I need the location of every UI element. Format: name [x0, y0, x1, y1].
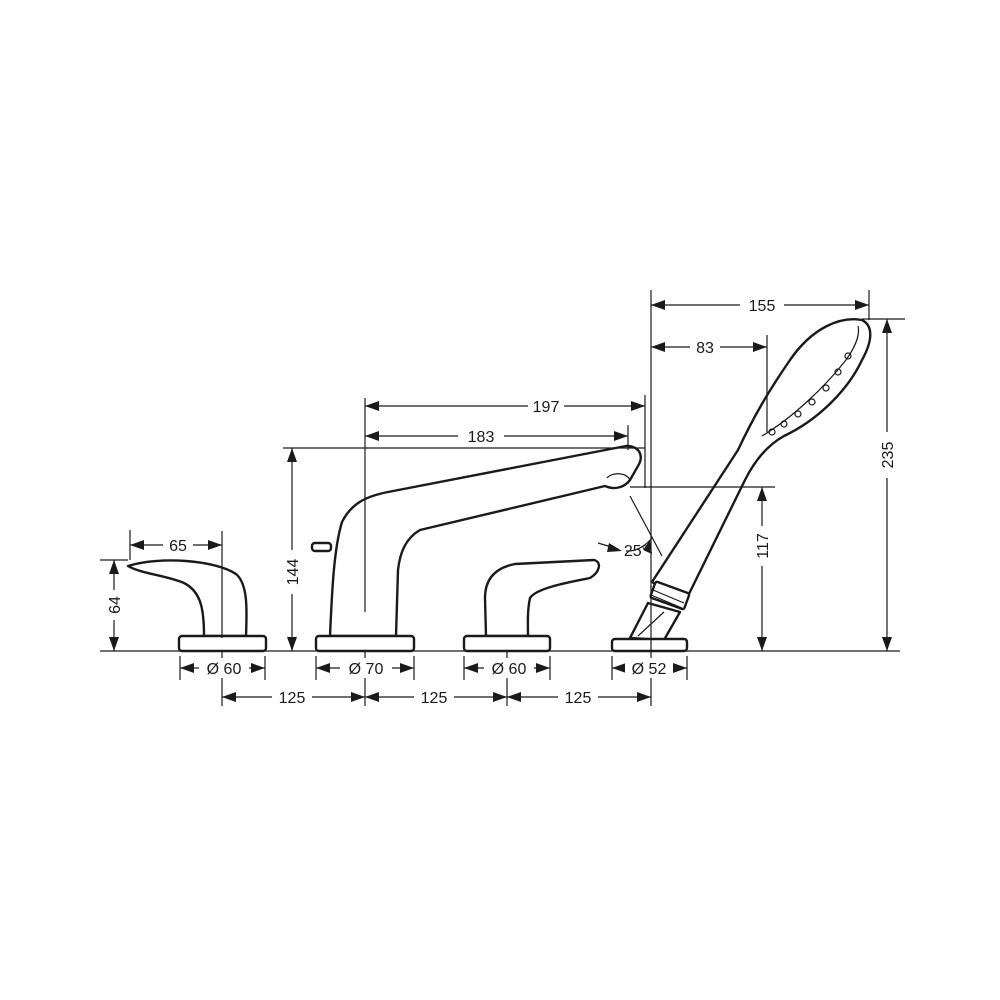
label-d52: Ø 52 [632, 661, 667, 678]
label-144: 144 [285, 559, 302, 586]
label-117: 117 [755, 533, 772, 559]
label-155: 155 [749, 298, 776, 315]
label-183: 183 [468, 429, 495, 446]
dim-235 [882, 319, 892, 651]
dim-angle-25 [597, 537, 653, 554]
label-spacing-1: 125 [279, 690, 306, 707]
label-d70: Ø 70 [349, 661, 384, 678]
label-d60-right: Ø 60 [492, 661, 527, 678]
label-197: 197 [533, 399, 560, 416]
label-64: 64 [107, 596, 124, 614]
right-handle [462, 558, 601, 653]
label-angle-25: 25° [624, 543, 648, 560]
label-83: 83 [696, 340, 714, 357]
dim-144 [287, 448, 297, 651]
label-spacing-2: 125 [421, 690, 448, 707]
spout [310, 398, 642, 653]
dimension-labels: 197 183 155 83 65 64 144 117 235 25° Ø 6… [107, 298, 897, 707]
label-235: 235 [880, 442, 897, 469]
label-d60-left: Ø 60 [207, 661, 242, 678]
label-65: 65 [169, 538, 187, 555]
dim-117 [757, 487, 767, 651]
label-backgrounds [104, 295, 897, 707]
left-handle [126, 531, 268, 653]
dim-197 [365, 401, 645, 411]
hand-shower [610, 318, 872, 653]
label-spacing-3: 125 [565, 690, 592, 707]
